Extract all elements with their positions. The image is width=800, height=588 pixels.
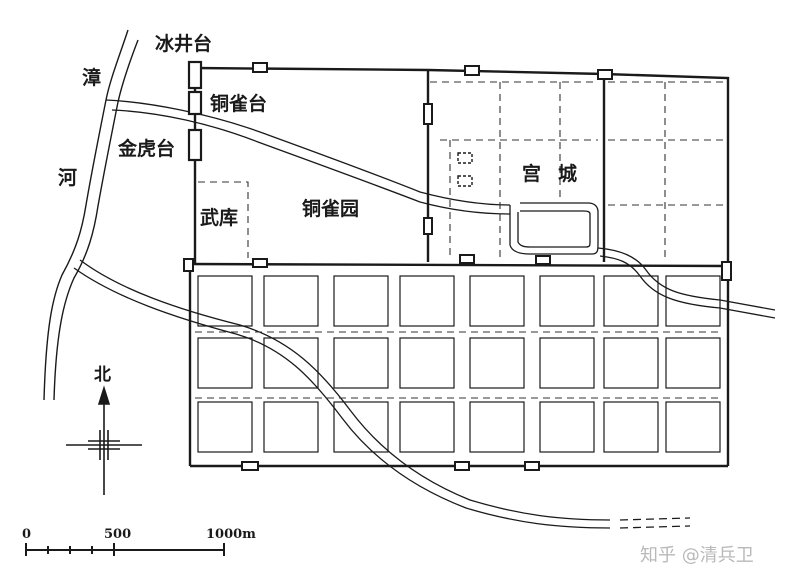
ward-block <box>399 337 455 389</box>
ward-block <box>665 401 721 453</box>
scale-end: 1000m <box>206 527 256 542</box>
ward-block <box>263 275 319 327</box>
ward-block <box>539 401 595 453</box>
canal-south <box>73 259 691 529</box>
ward-block <box>469 337 525 389</box>
ward-block <box>539 337 595 389</box>
zhang-river <box>43 29 139 401</box>
north-arrow-icon <box>66 385 142 495</box>
watermark: 知乎 @清兵卫 <box>640 545 754 566</box>
label-tongquetai: 铜雀台 <box>210 92 267 115</box>
label-wuku: 武库 <box>200 206 238 229</box>
ward-block <box>469 401 525 453</box>
platforms <box>187 60 203 162</box>
ward-block <box>399 275 455 327</box>
ward-block <box>197 401 253 453</box>
gates <box>183 62 732 471</box>
scale-zero: 0 <box>22 527 31 542</box>
ward-block <box>603 401 659 453</box>
scale-mid: 500 <box>104 527 131 542</box>
city-walls <box>187 66 730 468</box>
label-zhang: 漳 <box>82 66 101 89</box>
scale-bar <box>25 543 225 556</box>
label-tongqueyuan: 铜雀园 <box>302 197 359 220</box>
label-north: 北 <box>94 365 111 385</box>
ward-block <box>333 337 389 389</box>
street-grid <box>195 81 728 399</box>
label-gong: 宫 <box>522 162 541 185</box>
jinhutai-platform <box>187 128 203 162</box>
label-he: 河 <box>58 167 77 189</box>
ward-block <box>399 401 455 453</box>
tongquetai-platform <box>187 90 203 116</box>
label-bingjingtai: 冰井台 <box>155 32 212 55</box>
ward-block <box>197 337 253 389</box>
ward-block <box>665 337 721 389</box>
ward-block <box>603 337 659 389</box>
ward-block <box>263 337 319 389</box>
canal-north <box>105 99 776 319</box>
ward-block <box>197 275 253 327</box>
ward-block <box>665 275 721 327</box>
label-cheng: 城 <box>558 162 577 185</box>
label-jinhutai: 金虎台 <box>117 137 175 160</box>
ward-block <box>333 275 389 327</box>
bingjingtai-platform <box>187 60 203 90</box>
ward-block <box>333 401 389 453</box>
ward-block <box>539 275 595 327</box>
ward-block <box>603 275 659 327</box>
south-wards <box>197 275 721 453</box>
ward-block <box>263 401 319 453</box>
ward-block <box>469 275 525 327</box>
